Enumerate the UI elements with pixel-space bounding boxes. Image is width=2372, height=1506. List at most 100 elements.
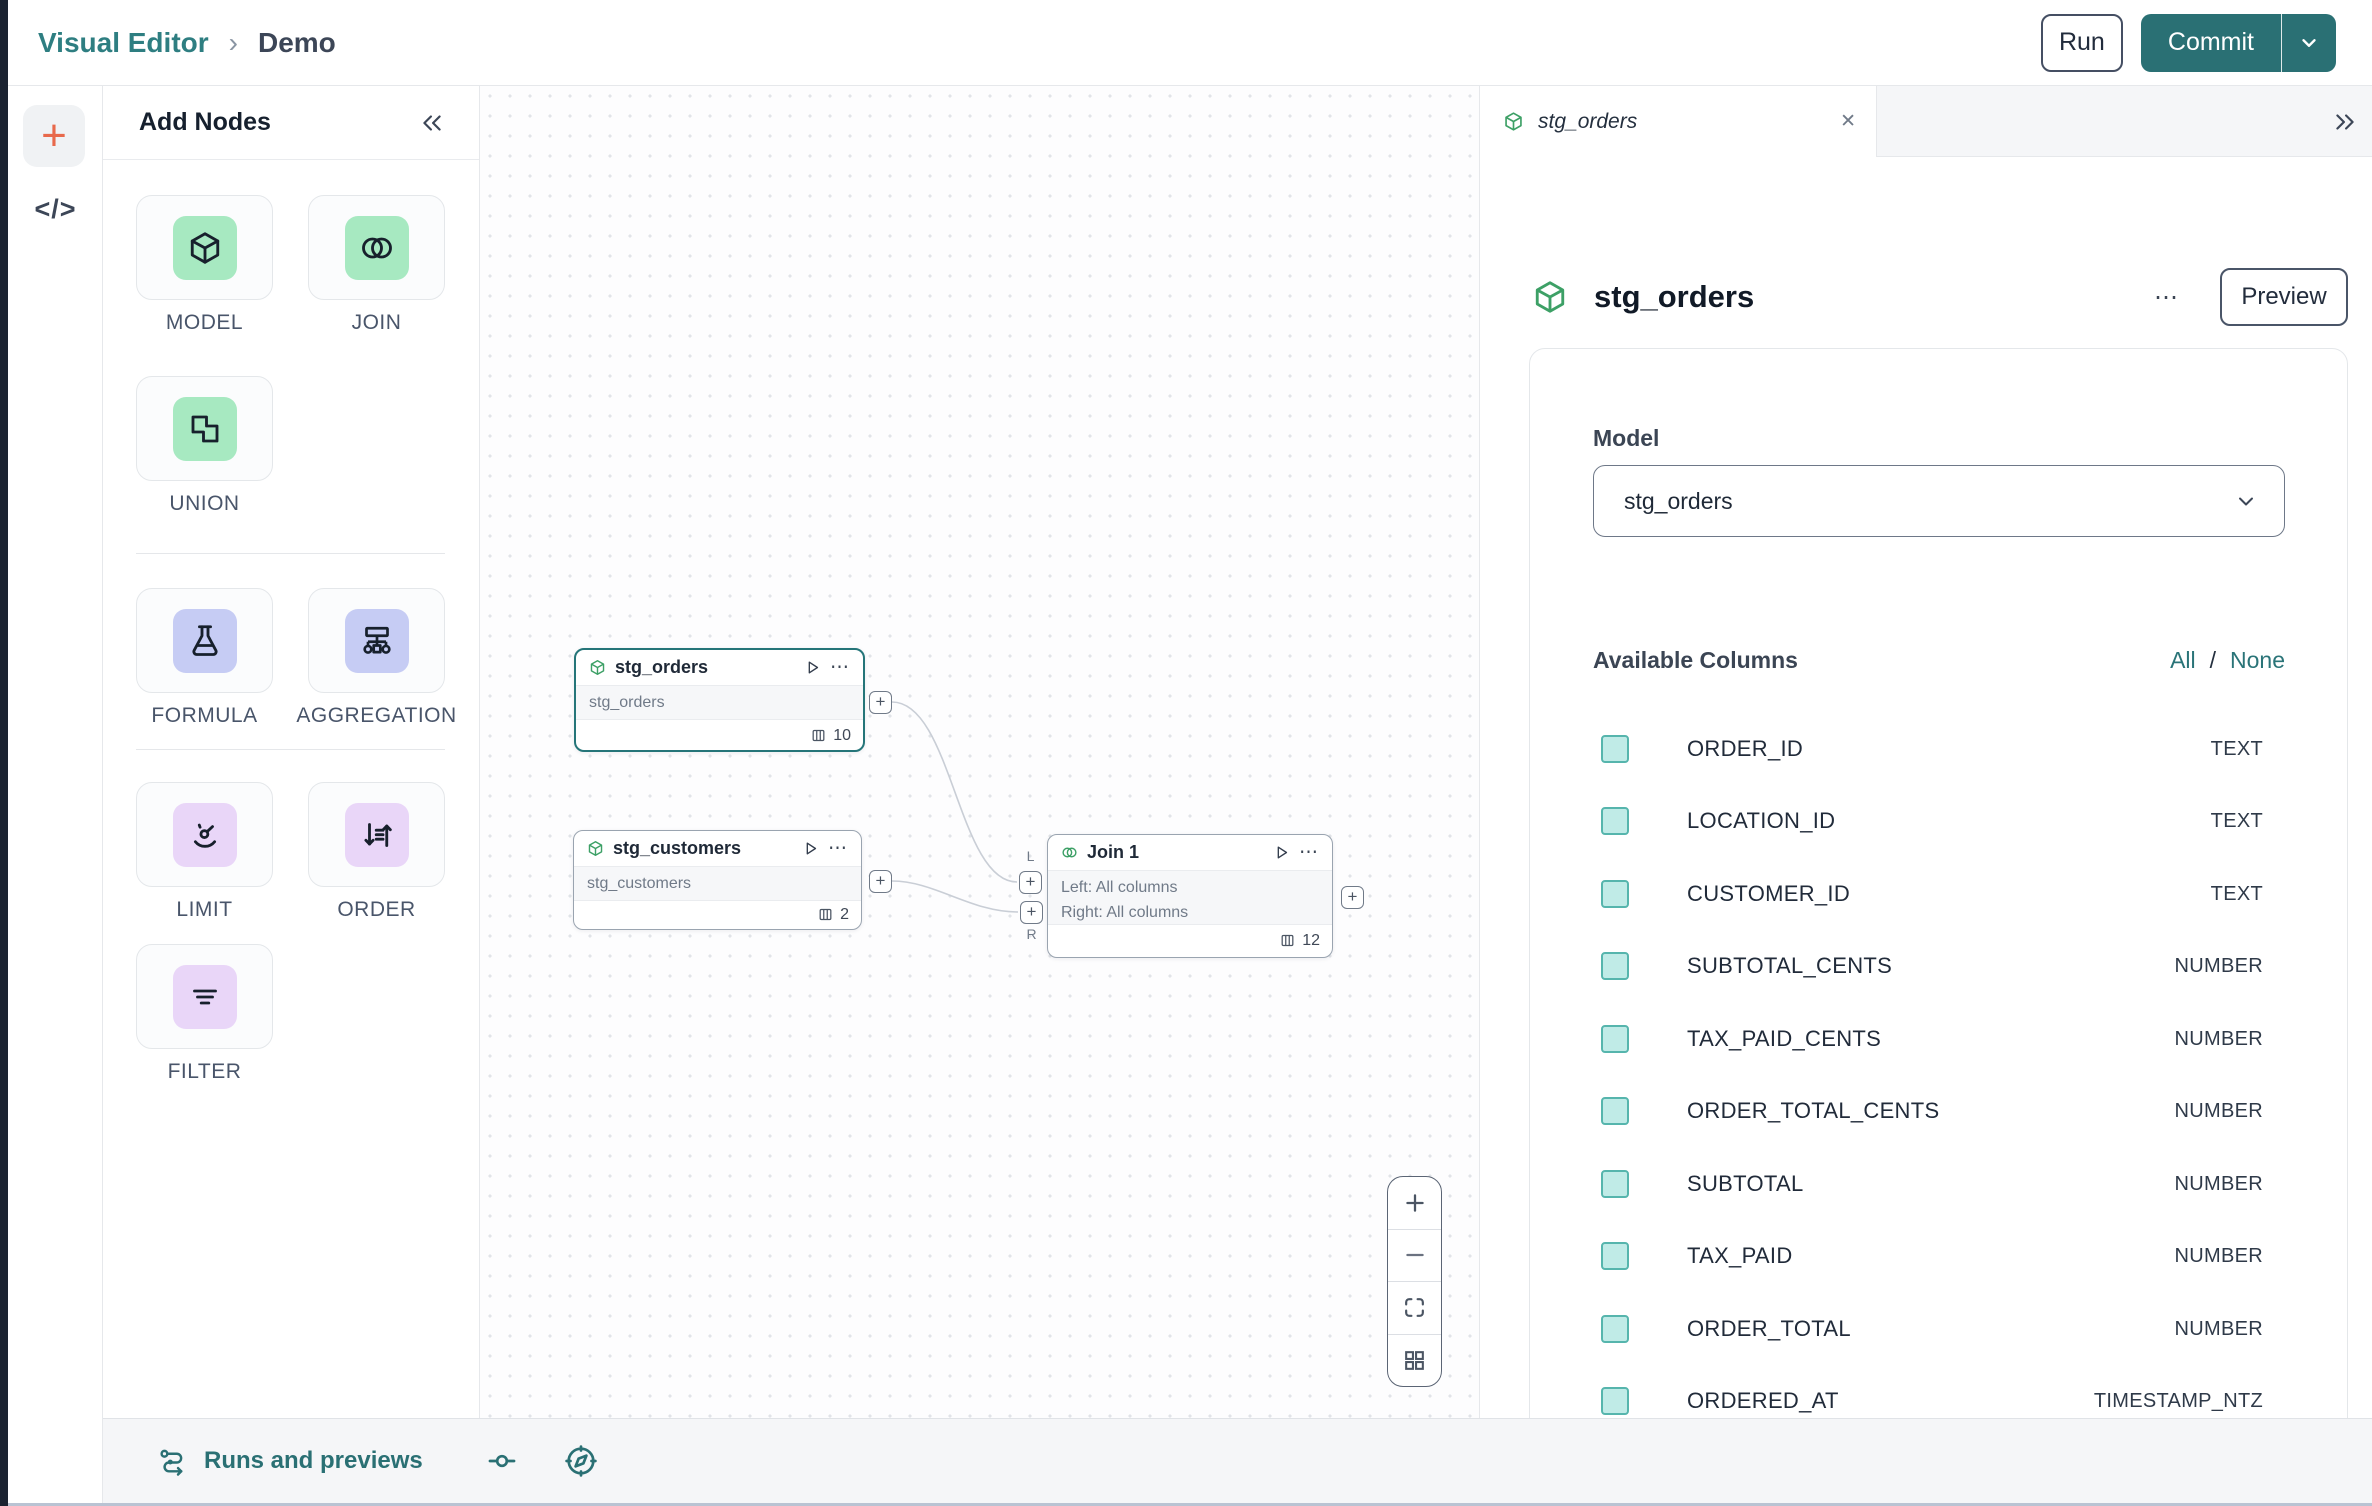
node-tile-join[interactable]: JOIN bbox=[308, 195, 445, 335]
flask-icon bbox=[172, 608, 237, 673]
model-config-card: Model stg_orders Available Columns All /… bbox=[1529, 348, 2348, 1418]
commit-button[interactable]: Commit bbox=[2167, 28, 2254, 56]
column-checkbox[interactable] bbox=[1601, 1025, 1629, 1053]
cube-icon bbox=[172, 215, 237, 280]
run-button[interactable]: Run bbox=[2040, 13, 2123, 72]
zoom-out-button[interactable] bbox=[1388, 1230, 1441, 1282]
tab-stg-orders[interactable]: stg_orders ✕ bbox=[1481, 86, 1877, 157]
runs-flow-icon[interactable] bbox=[158, 1446, 189, 1477]
breadcrumb-app-link[interactable]: Visual Editor bbox=[38, 26, 209, 58]
columns-count-icon bbox=[1280, 933, 1295, 948]
top-bar: Visual Editor › Demo Run Commit bbox=[8, 0, 2372, 86]
run-node-icon[interactable] bbox=[1273, 844, 1290, 861]
compass-icon[interactable] bbox=[563, 1443, 599, 1479]
canvas-node-stg-orders[interactable]: stg_orders ⋯ stg_orders 10 bbox=[574, 648, 865, 752]
panel-menu-icon[interactable]: ⋯ bbox=[2154, 283, 2180, 311]
column-checkbox[interactable] bbox=[1601, 1097, 1629, 1125]
commit-split-button: Commit bbox=[2140, 13, 2336, 72]
column-checkbox[interactable] bbox=[1601, 1170, 1629, 1198]
model-field-label: Model bbox=[1593, 425, 1660, 451]
canvas-node-join-1[interactable]: Join 1 ⋯ Left: All columns Right: All co… bbox=[1047, 834, 1333, 958]
add-nodes-panel: Add Nodes MODEL JOIN bbox=[103, 86, 480, 1418]
cube-icon bbox=[587, 840, 604, 857]
column-checkbox[interactable] bbox=[1601, 807, 1629, 835]
column-row: TAX_PAID_CENTS NUMBER bbox=[1593, 1003, 2285, 1075]
node-tile-model[interactable]: MODEL bbox=[136, 195, 273, 335]
node-config-panel: stg_orders ✕ stg_orders ⋯ Preview Model … bbox=[1481, 86, 2372, 1418]
aggregation-tree-icon bbox=[344, 608, 409, 673]
fit-view-button[interactable] bbox=[1388, 1282, 1441, 1335]
minimap-grid-button[interactable] bbox=[1388, 1335, 1441, 1387]
node-tile-aggregation[interactable]: AGGREGATION bbox=[296, 588, 456, 728]
available-columns-header: Available Columns All / None bbox=[1593, 647, 2285, 673]
node-menu-icon[interactable]: ⋯ bbox=[828, 838, 848, 859]
node-tile-order[interactable]: ORDER bbox=[308, 782, 445, 922]
column-checkbox[interactable] bbox=[1601, 952, 1629, 980]
zoom-in-button[interactable] bbox=[1388, 1177, 1441, 1230]
run-node-icon[interactable] bbox=[802, 840, 819, 857]
columns-count-icon bbox=[811, 728, 826, 743]
cube-icon bbox=[1532, 279, 1568, 315]
select-none-link[interactable]: None bbox=[2230, 647, 2285, 673]
join-right-input-port[interactable]: + bbox=[1020, 901, 1043, 924]
panel-divider bbox=[136, 749, 445, 750]
gauge-icon bbox=[172, 802, 237, 867]
window-bottom-edge bbox=[8, 1503, 2372, 1506]
chevron-down-icon bbox=[2234, 489, 2258, 513]
column-row: LOCATION_ID TEXT bbox=[1593, 785, 2285, 857]
runs-and-previews-label[interactable]: Runs and previews bbox=[204, 1447, 423, 1474]
sort-icon bbox=[344, 802, 409, 867]
canvas-node-stg-customers[interactable]: stg_customers ⋯ stg_customers 2 bbox=[573, 830, 862, 930]
join-right-port-label: R bbox=[1026, 926, 1037, 942]
column-row: TAX_PAID NUMBER bbox=[1593, 1220, 2285, 1292]
page-title: Demo bbox=[257, 26, 336, 58]
commit-divider bbox=[2281, 13, 2282, 72]
canvas-controls bbox=[1387, 1176, 1442, 1387]
join-left-input-port[interactable]: + bbox=[1019, 871, 1042, 894]
preview-button[interactable]: Preview bbox=[2220, 268, 2348, 326]
expand-panel-icon[interactable] bbox=[2332, 86, 2358, 157]
column-checkbox[interactable] bbox=[1601, 1315, 1629, 1343]
close-tab-icon[interactable]: ✕ bbox=[1840, 111, 1856, 132]
edge-connections bbox=[891, 701, 1019, 913]
column-checkbox[interactable] bbox=[1601, 1242, 1629, 1270]
window-edge-strip bbox=[0, 0, 8, 1506]
commit-node-icon[interactable] bbox=[485, 1444, 519, 1478]
node-output-port[interactable]: + bbox=[869, 870, 892, 893]
panel-divider bbox=[136, 553, 445, 554]
panel-tab-bar: stg_orders ✕ bbox=[1481, 86, 2372, 157]
node-tile-union[interactable]: UNION bbox=[136, 376, 273, 516]
node-output-port[interactable]: + bbox=[869, 691, 892, 714]
node-tile-filter[interactable]: FILTER bbox=[136, 944, 273, 1084]
node-menu-icon[interactable]: ⋯ bbox=[830, 657, 850, 678]
columns-count-icon bbox=[818, 907, 833, 922]
column-row: ORDERED_AT TIMESTAMP_NTZ bbox=[1593, 1365, 2285, 1418]
add-nodes-body: MODEL JOIN UNION FORMULA bbox=[103, 160, 478, 1418]
column-checkbox[interactable] bbox=[1601, 735, 1629, 763]
add-nodes-title: Add Nodes bbox=[139, 108, 271, 136]
model-select-dropdown[interactable]: stg_orders bbox=[1593, 465, 2285, 537]
bottom-bar: Runs and previews bbox=[103, 1418, 2372, 1503]
node-tile-limit[interactable]: LIMIT bbox=[136, 782, 273, 922]
panel-header: stg_orders ⋯ Preview bbox=[1532, 267, 2348, 327]
select-all-link[interactable]: All bbox=[2170, 647, 2196, 673]
commit-dropdown-button[interactable] bbox=[2282, 14, 2336, 72]
union-icon bbox=[172, 396, 237, 461]
filter-lines-icon bbox=[172, 964, 237, 1029]
column-checkbox[interactable] bbox=[1601, 880, 1629, 908]
add-nodes-header: Add Nodes bbox=[103, 86, 479, 160]
node-menu-icon[interactable]: ⋯ bbox=[1299, 842, 1319, 863]
node-output-port[interactable]: + bbox=[1341, 886, 1364, 909]
node-tile-formula[interactable]: FORMULA bbox=[136, 588, 273, 728]
add-node-rail-button[interactable]: + bbox=[23, 105, 85, 167]
panel-title: stg_orders bbox=[1594, 279, 1755, 314]
cube-icon bbox=[1503, 111, 1524, 132]
cube-icon bbox=[589, 659, 606, 676]
flow-canvas[interactable]: stg_orders ⋯ stg_orders 10 + bbox=[480, 86, 1480, 1418]
collapse-panel-icon[interactable] bbox=[419, 110, 445, 136]
column-checkbox[interactable] bbox=[1601, 1387, 1629, 1415]
column-row: SUBTOTAL NUMBER bbox=[1593, 1148, 2285, 1220]
run-node-icon[interactable] bbox=[804, 659, 821, 676]
join-icon bbox=[344, 215, 409, 280]
code-view-button[interactable]: </> bbox=[34, 194, 77, 224]
